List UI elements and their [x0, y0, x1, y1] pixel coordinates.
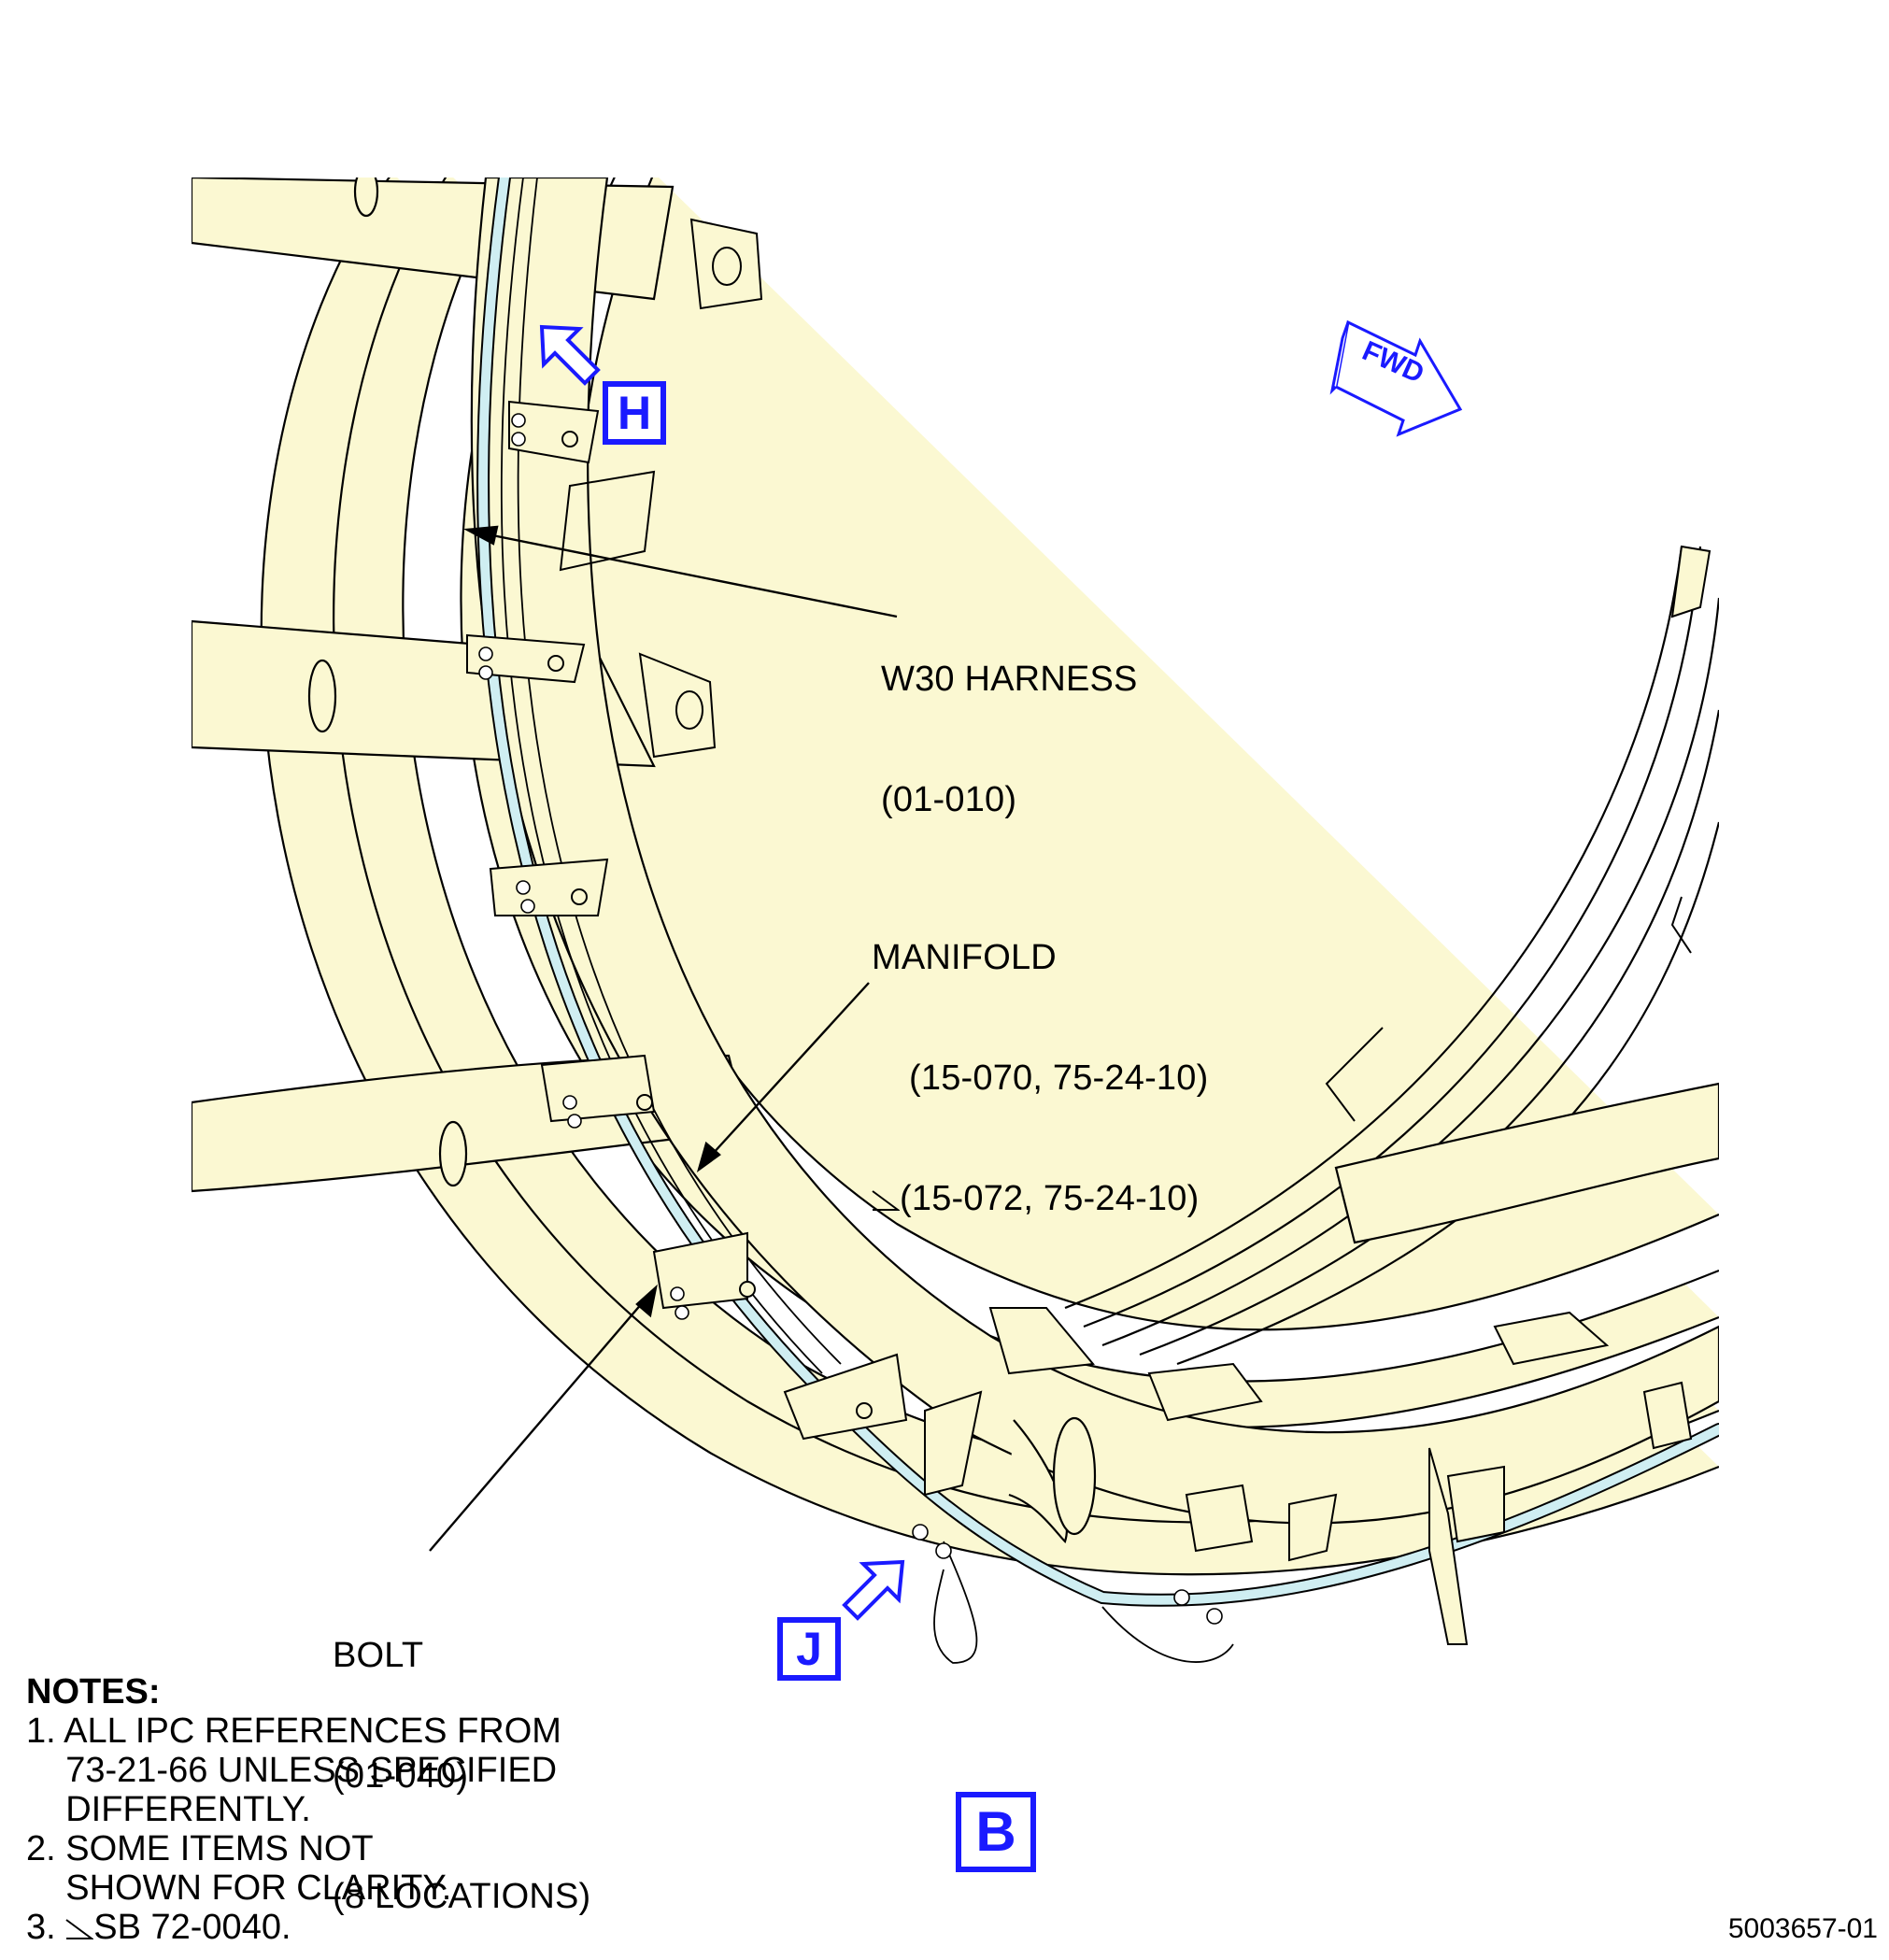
manifold-ipc-ref-2: (15-072, 75-24-10): [900, 1179, 1200, 1218]
note-line-2: 73-21-66 UNLESS SPECIFIED: [26, 1751, 558, 1790]
view-ref-b: B: [956, 1792, 1036, 1872]
manifold-brackets: [466, 218, 1711, 1645]
view-arrow-h: [539, 324, 601, 386]
manifold-callout: MANIFOLD (15-070, 75-24-10) (15-072, 75-…: [872, 858, 1208, 1259]
bolt-name: BOLT: [333, 1636, 424, 1675]
view-arrow-j: [842, 1559, 905, 1621]
harness-name: W30 HARNESS: [881, 660, 1138, 699]
manifold-ipc-ref-1: (15-070, 75-24-10): [909, 1058, 1209, 1098]
bolt-ipc-ref: (01-040): [333, 1756, 469, 1796]
manifold-name: MANIFOLD: [872, 938, 1057, 977]
harness-callout: W30 HARNESS (01-010): [881, 579, 1138, 860]
notes-title: NOTES:: [26, 1672, 161, 1711]
note-line-4: 2. SOME ITEMS NOT: [26, 1829, 374, 1868]
harness-ipc-ref: (01-010): [881, 780, 1017, 819]
drawing-number: 5003657-01: [1727, 1913, 1878, 1944]
delta-note-icon: [65, 1919, 94, 1939]
leader-lines: [429, 525, 898, 1552]
note-line-5: SHOWN FOR CLARITY.: [26, 1868, 452, 1908]
note-3-text: SB 72-0040.: [93, 1908, 291, 1947]
note-line-3: DIFFERENTLY.: [26, 1790, 311, 1829]
note-3-number: 3.: [26, 1908, 66, 1947]
note-line-1: 1. ALL IPC REFERENCES FROM: [26, 1711, 561, 1751]
notes-block: NOTES: 1. ALL IPC REFERENCES FROM 73-21-…: [26, 1672, 561, 1947]
bolt-callout: BOLT (01-040) (8 LOCATIONS): [333, 1555, 590, 1957]
view-ref-h: H: [603, 381, 666, 445]
delta-note-icon: [872, 1190, 900, 1211]
note-line-6: 3. SB 72-0040.: [26, 1908, 561, 1947]
inner-ring-bands: [1064, 546, 1719, 1366]
bolt-quantity: (8 LOCATIONS): [333, 1877, 591, 1916]
bolts: [478, 413, 1223, 1625]
view-ref-j: J: [777, 1617, 841, 1681]
fwd-arrow: FWD: [1329, 320, 1463, 437]
